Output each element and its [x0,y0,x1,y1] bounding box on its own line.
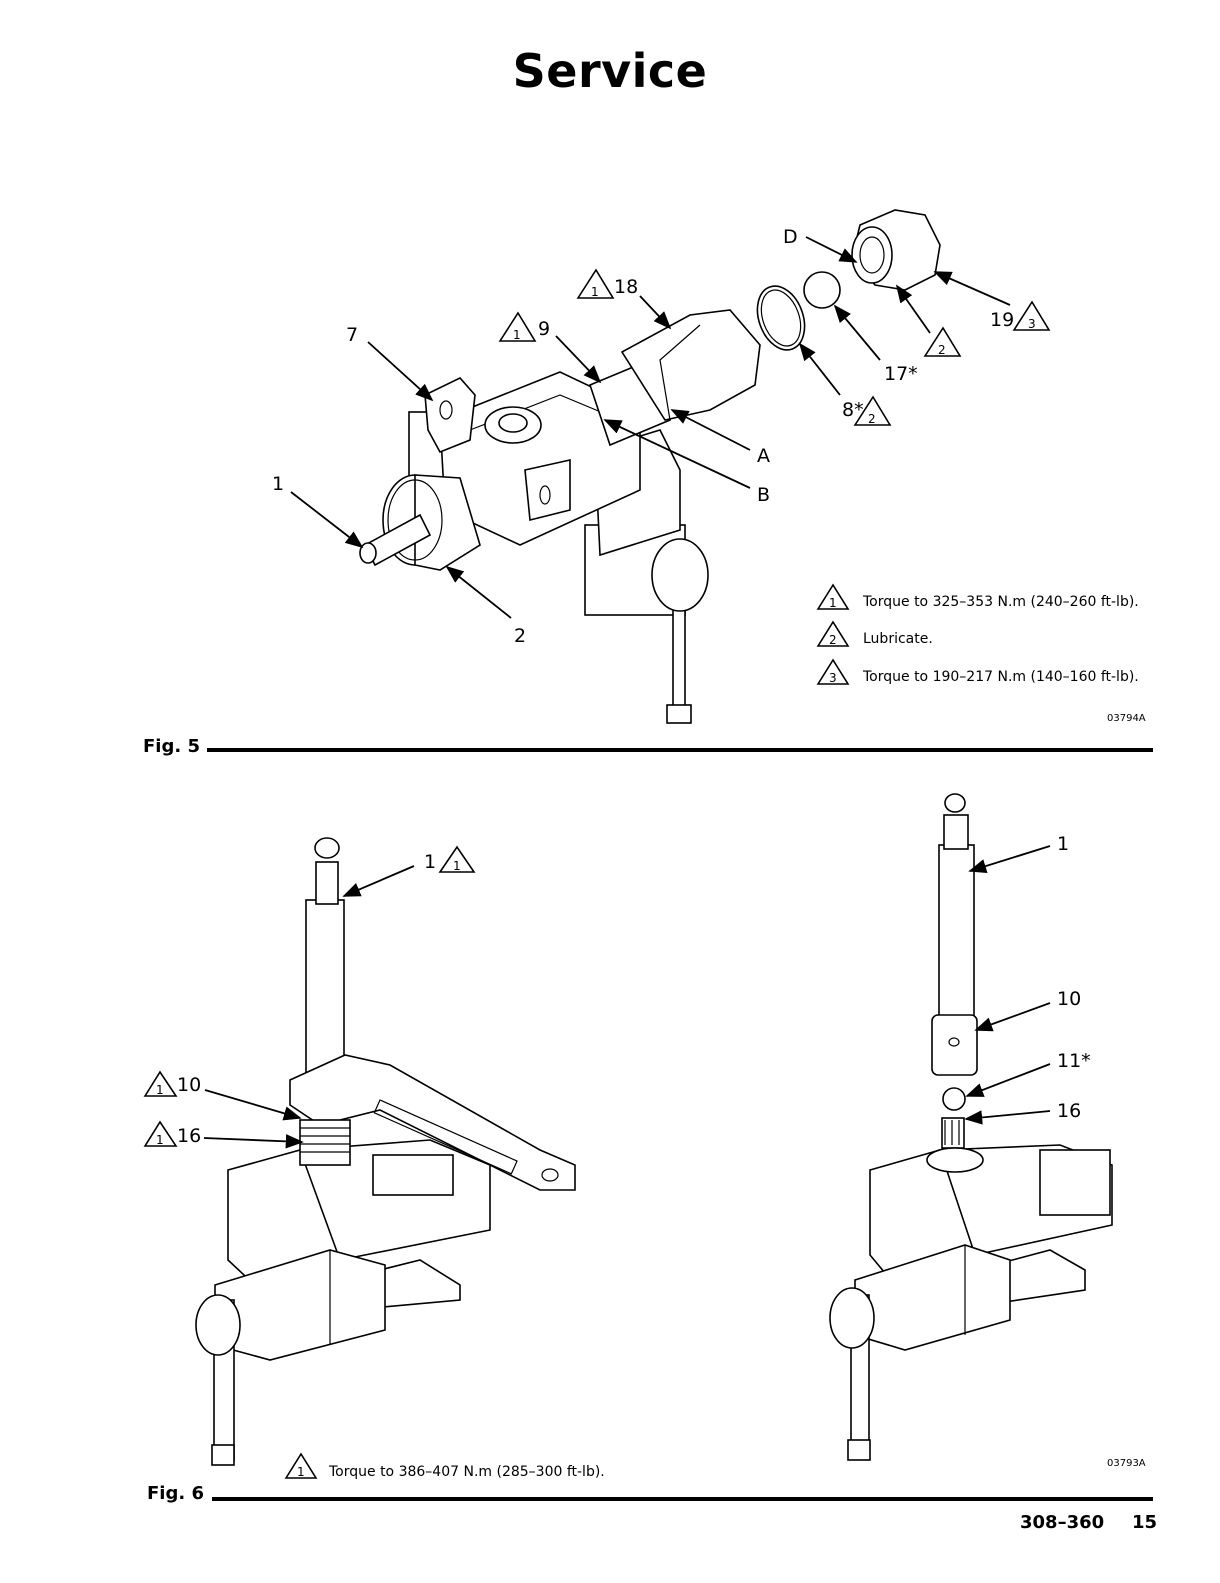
fig5-callout-7: 7 [346,324,358,346]
svg-text:1: 1 [156,1133,164,1147]
svg-text:1: 1 [513,328,521,342]
warning-triangle-icon: 2 [818,622,848,647]
fig6-right-callout-1: 1 [1057,833,1069,855]
warning-triangle-icon: 1 [500,313,535,342]
fig6-left-callout-10: 10 [177,1074,201,1096]
fig5-drawing-code: 03794A [1107,713,1146,724]
warning-triangle-icon: 1 [286,1454,316,1479]
fig5-callout-17: 17* [884,363,918,385]
fig6-right-callout-arrows [966,846,1050,1119]
warning-triangle-icon: 1 [145,1072,176,1097]
warning-triangle-icon: 1 [440,847,474,873]
fig6-right-callout-10: 10 [1057,988,1081,1010]
fig5-callout-B: B [757,484,770,506]
svg-text:3: 3 [1028,317,1036,331]
fig5-callout-9: 9 [538,318,550,340]
fig5-callout-1: 1 [272,473,284,495]
footer-page-number: 15 [1132,1512,1157,1533]
fig5-callout-19: 19 [990,309,1014,331]
fig5-note-1-text: Torque to 325–353 N.m (240–260 ft-lb). [862,594,1139,610]
svg-text:1: 1 [156,1083,164,1097]
fig5-valve-assembly-drawing [360,210,940,723]
fig5-notes: 1 Torque to 325–353 N.m (240–260 ft-lb).… [818,585,1139,685]
fig5-callout-A: A [757,445,770,467]
warning-triangle-icon: 1 [818,585,848,610]
svg-text:1: 1 [829,596,837,610]
footer-document-number: 308–360 [1020,1512,1104,1533]
fig5-callout-2: 2 [514,625,526,647]
fig5-note-3-text: Torque to 190–217 N.m (140–160 ft-lb). [862,669,1139,685]
fig6-right-callout-11: 11* [1057,1050,1091,1072]
svg-text:1: 1 [297,1465,305,1479]
fig6-right-vise-parts-drawing [830,794,1112,1460]
fig6-left-callout-1: 1 [424,851,436,873]
svg-text:2: 2 [829,633,837,647]
fig5-callout-D: D [783,226,798,248]
warning-triangle-icon: 1 [145,1122,176,1147]
fig6-right-callout-16: 16 [1057,1100,1081,1122]
svg-text:1: 1 [591,285,599,299]
svg-text:2: 2 [868,412,876,426]
fig5-note-2-text: Lubricate. [863,631,933,647]
svg-text:1: 1 [453,859,461,873]
fig6-left-callout-16: 16 [177,1125,201,1147]
fig5-callout-18: 18 [614,276,638,298]
fig5-rule [207,748,1153,752]
fig6-note-text: Torque to 386–407 N.m (285–300 ft-lb). [328,1464,605,1480]
fig6-rule [212,1497,1153,1501]
fig5-label: Fig. 5 [143,736,200,757]
fig6-left-vise-wrench-drawing [196,838,575,1465]
fig6-label: Fig. 6 [147,1483,204,1504]
warning-triangle-icon: 1 [578,270,613,299]
warning-triangle-icon: 3 [1014,302,1049,331]
svg-text:3: 3 [829,671,837,685]
svg-text:2: 2 [938,343,946,357]
fig6-drawing-code: 03793A [1107,1458,1146,1469]
warning-triangle-icon: 3 [818,660,848,685]
